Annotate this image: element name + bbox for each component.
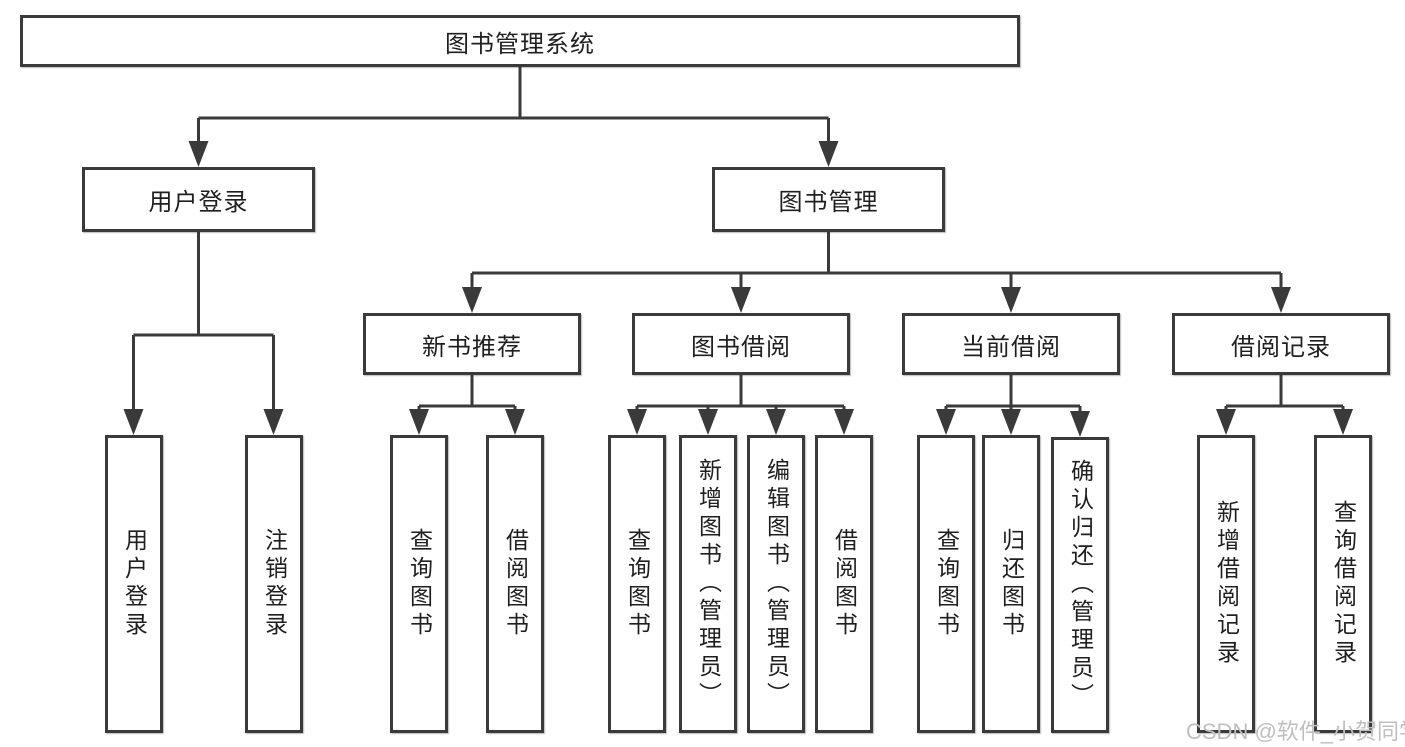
node-label: 借阅记录 <box>1231 333 1331 361</box>
arrowhead <box>1070 411 1090 437</box>
node-user-login: 用户登录 <box>82 167 315 232</box>
leaf-logout: 注销登录 <box>245 435 303 733</box>
arrowhead <box>188 141 209 167</box>
connector-records-to-children <box>1216 375 1353 435</box>
node-current-borrow: 当前借阅 <box>902 313 1120 375</box>
arrowhead <box>505 409 525 435</box>
arrowhead <box>731 287 751 313</box>
node-book-borrow: 图书借阅 <box>632 313 850 375</box>
leaf-add-books-admin: 新增图书（管理员） <box>679 435 737 733</box>
connector-root-to-level2 <box>188 67 839 167</box>
node-label: 编辑图书（管理员） <box>763 458 790 710</box>
arrowhead <box>627 409 647 435</box>
node-label: 归还图书 <box>998 528 1025 640</box>
arrowhead <box>1001 287 1021 313</box>
arrowhead <box>409 409 429 435</box>
arrowhead <box>766 409 786 435</box>
arrowhead <box>1216 409 1236 435</box>
node-book-management: 图书管理 <box>712 167 945 232</box>
node-label: 新增借阅记录 <box>1213 500 1240 668</box>
node-label: 图书管理系统 <box>445 30 595 58</box>
node-new-book-recommend: 新书推荐 <box>363 313 581 375</box>
connector-newbook-to-children <box>409 375 525 435</box>
arrowhead <box>1333 409 1353 435</box>
node-label: 图书借阅 <box>691 333 791 361</box>
connector-user-login-to-children <box>123 232 284 435</box>
node-system-root: 图书管理系统 <box>20 15 1020 67</box>
leaf-return-books: 归还图书 <box>982 435 1040 733</box>
node-label: 查询图书 <box>933 528 960 640</box>
arrowhead <box>698 409 718 435</box>
leaf-edit-books-admin: 编辑图书（管理员） <box>747 435 805 733</box>
node-label: 用户登录 <box>148 189 249 216</box>
arrowhead <box>1271 287 1291 313</box>
node-label: 当前借阅 <box>961 333 1061 361</box>
leaf-user-login: 用户登录 <box>105 435 163 733</box>
arrowhead <box>462 287 482 313</box>
node-borrow-records: 借阅记录 <box>1172 313 1390 375</box>
node-label: 查询图书 <box>406 528 433 640</box>
node-label: 查询借阅记录 <box>1330 500 1357 668</box>
leaf-query-books: 查询图书 <box>390 435 448 733</box>
connector-bookborrow-to-children <box>627 375 854 435</box>
csdn-watermark: CSDN @软件_小贺同学 <box>1186 719 1405 744</box>
node-label: 图书管理 <box>778 189 879 216</box>
node-label: 用户登录 <box>121 528 148 640</box>
arrowhead <box>263 409 284 435</box>
node-label: 注销登录 <box>261 528 288 640</box>
node-label: 新增图书（管理员） <box>695 458 722 710</box>
leaf-add-borrow-record: 新增借阅记录 <box>1197 435 1255 733</box>
leaf-borrow-books: 借阅图书 <box>815 435 873 733</box>
node-label: 借阅图书 <box>502 528 529 640</box>
node-label: 查询图书 <box>624 528 651 640</box>
leaf-borrow-books: 借阅图书 <box>486 435 544 733</box>
arrowhead <box>834 409 854 435</box>
connector-book-mgmt-to-level3 <box>462 232 1291 313</box>
leaf-confirm-return-admin: 确认归还（管理员） <box>1051 437 1109 733</box>
node-label: 借阅图书 <box>831 528 858 640</box>
arrowhead <box>936 409 956 435</box>
node-label: 确认归还（管理员） <box>1067 459 1094 711</box>
connector-currentborrow-to-children <box>936 375 1090 437</box>
leaf-query-books: 查询图书 <box>608 435 666 733</box>
arrowhead <box>123 409 144 435</box>
arrowhead <box>818 141 839 167</box>
leaf-query-books: 查询图书 <box>917 435 975 733</box>
node-label: 新书推荐 <box>422 333 522 361</box>
leaf-query-borrow-record: 查询借阅记录 <box>1314 435 1372 733</box>
arrowhead <box>1001 409 1021 435</box>
